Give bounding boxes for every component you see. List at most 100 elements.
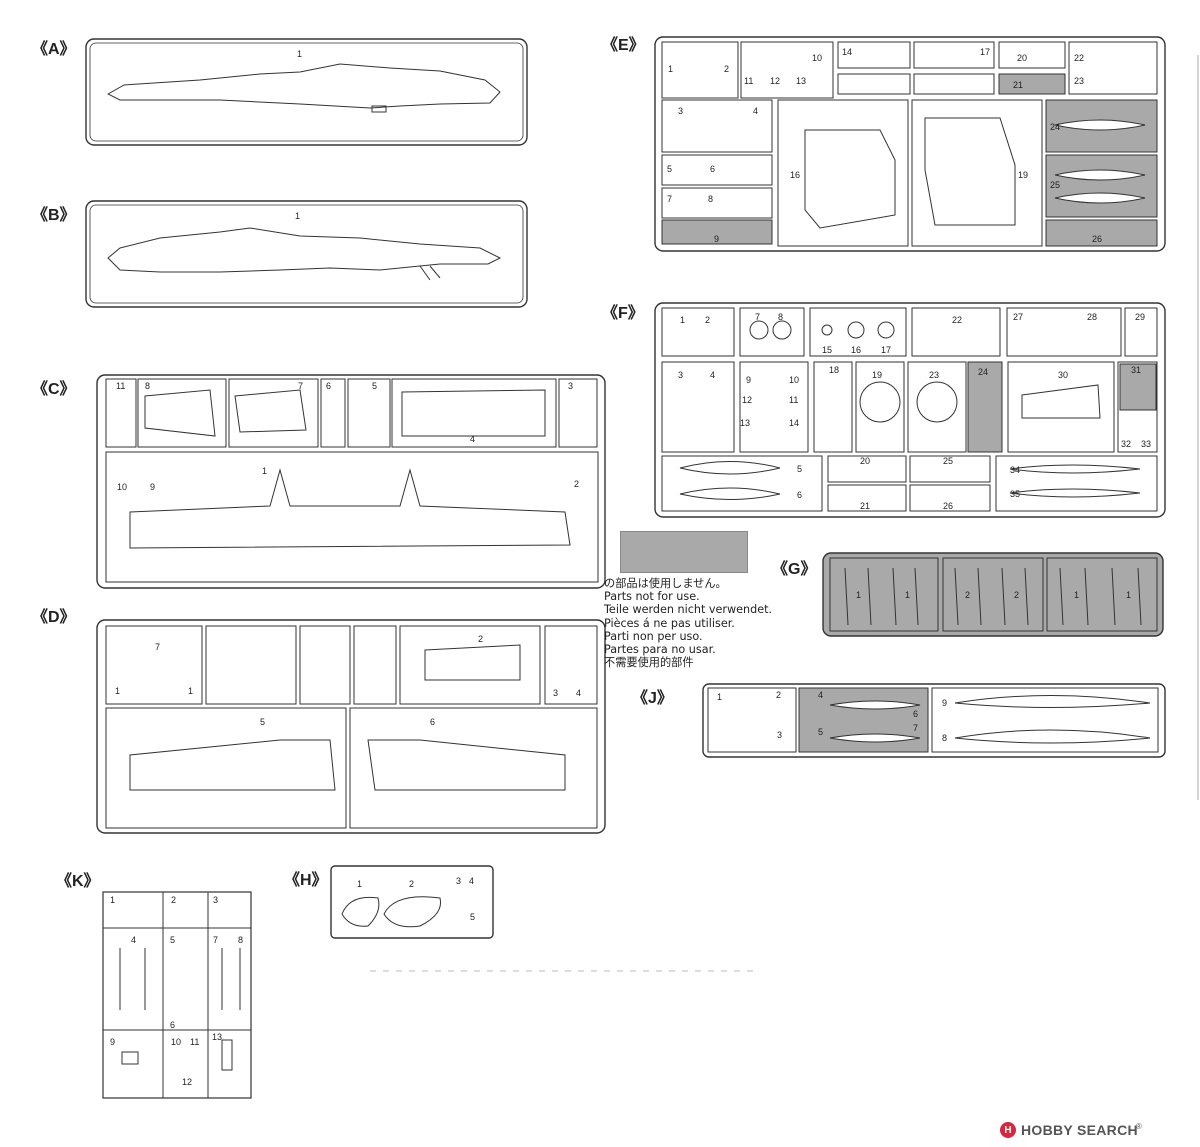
notice-line: Parti non per uso. [604, 629, 703, 643]
part-number: 2 [171, 895, 176, 905]
part-number: 1 [856, 590, 861, 600]
sprue-f-frame [654, 302, 1166, 518]
notice-line: Pièces á ne pas utiliser. [604, 616, 735, 630]
part-number: 5 [372, 381, 377, 391]
frame-label-b: 《B》 [32, 206, 76, 224]
unused-part-26 [1045, 219, 1158, 247]
unused-parts-4-7 [798, 687, 929, 753]
part-number: 7 [298, 381, 303, 391]
main-wing-upper [129, 468, 571, 549]
hobby-search-logo-icon: H [1000, 1122, 1016, 1138]
part-number: 9 [110, 1037, 115, 1047]
part-number: 26 [1092, 234, 1102, 244]
part-number: 13 [212, 1032, 222, 1042]
part-number: 8 [778, 312, 783, 322]
part-number: 9 [714, 234, 719, 244]
part-number: 7 [213, 935, 218, 945]
part-number: 1 [110, 895, 115, 905]
part-number: 22 [952, 315, 962, 325]
part-number: 13 [740, 418, 750, 428]
sprue-h-frame [330, 865, 494, 939]
part-number: 11 [190, 1037, 199, 1047]
sprue-a: 《A》 1 [32, 38, 528, 146]
part-number: 7 [913, 723, 918, 733]
part-number: 23 [929, 370, 939, 380]
frame-label-d: 《D》 [32, 608, 76, 626]
part-number: 4 [753, 106, 758, 116]
part-number: 23 [1074, 76, 1084, 86]
frame-label-j: 《J》 [632, 689, 673, 707]
part-number: 1 [680, 315, 685, 325]
part-number: 2 [724, 64, 729, 74]
part-number: 9 [942, 698, 947, 708]
part-number: 1 [188, 686, 193, 696]
part-number: 5 [797, 464, 802, 474]
part-number: 14 [789, 418, 799, 428]
watermark-registered: ® [1135, 1122, 1143, 1132]
part-number: 1 [297, 49, 302, 59]
sprue-h: 《H》 1 2 3 4 5 [284, 865, 494, 939]
part-number: 20 [860, 456, 870, 466]
part-number: 24 [1050, 122, 1060, 132]
part-number: 5 [260, 717, 265, 727]
part-number: 5 [470, 912, 475, 922]
part-number: 3 [456, 876, 461, 886]
frame-label-e: 《E》 [602, 36, 645, 54]
watermark-brand: HOBBY SEARCH [1021, 1122, 1138, 1138]
part-number: 26 [943, 501, 953, 511]
part-number: 2 [1014, 590, 1019, 600]
part-number: 17 [881, 345, 891, 355]
part-number: 3 [568, 381, 573, 391]
sprue-j: 《J》 1 2 3 4 5 6 7 9 8 [632, 683, 1166, 758]
sprue-f: 《F》 1 2 7 8 [602, 302, 1166, 518]
sprue-k-frame [102, 891, 252, 1099]
part-number: 4 [470, 434, 475, 444]
part-number: 9 [746, 375, 751, 385]
notice-line: の部品は使用しません。 [604, 577, 727, 590]
part-number: 2 [478, 634, 483, 644]
part-number: 29 [1135, 312, 1145, 322]
part-number: 10 [789, 375, 799, 385]
part-number: 31 [1131, 365, 1141, 375]
unused-part-25 [1045, 154, 1158, 218]
part-number: 16 [790, 170, 800, 180]
part-number: 5 [667, 164, 672, 174]
part-number: 11 [789, 395, 798, 405]
sprue-c-frame [96, 374, 606, 589]
part-number: 8 [145, 381, 150, 391]
part-number: 1 [1074, 590, 1079, 600]
hobby-search-watermark: H HOBBY SEARCH® [1000, 1120, 1142, 1140]
notice-line: Teile werden nicht verwendet. [604, 603, 773, 617]
sprue-d-frame [96, 619, 606, 834]
sprue-b-frame [85, 200, 528, 308]
unused-parts-notice: の部品は使用しません。 Parts not for use. Teile wer… [604, 577, 772, 669]
part-number: 4 [818, 690, 823, 700]
part-number: 11 [116, 381, 125, 391]
part-number: 7 [755, 312, 760, 322]
canopy-rear [383, 896, 442, 928]
part-number: 1 [1126, 590, 1131, 600]
part-number: 3 [777, 730, 782, 740]
part-number: 28 [1087, 312, 1097, 322]
part-number: 2 [776, 690, 781, 700]
sprue-k: 《K》 1 2 3 4 5 7 8 6 9 10 11 12 13 [56, 872, 252, 1099]
sprue-g: 《G》 1 1 2 2 1 1 [772, 552, 1164, 637]
part-number: 8 [708, 194, 713, 204]
part-number: 4 [131, 935, 136, 945]
part-number: 4 [469, 876, 474, 886]
part-number: 30 [1058, 370, 1068, 380]
frame-label-g: 《G》 [772, 560, 816, 578]
part-number: 4 [710, 370, 715, 380]
watermark-text: HOBBY SEARCH® [1021, 1122, 1142, 1138]
sprue-a-frame [85, 38, 528, 146]
part-number: 2 [965, 590, 970, 600]
part-number: 1 [717, 692, 722, 702]
wheel-23 [916, 381, 958, 423]
part-number: 21 [860, 501, 870, 511]
part-number: 12 [742, 395, 752, 405]
part-number: 4 [576, 688, 581, 698]
frame-label-h: 《H》 [284, 871, 328, 889]
part-number: 3 [553, 688, 558, 698]
fuselage-left-half [106, 63, 501, 109]
